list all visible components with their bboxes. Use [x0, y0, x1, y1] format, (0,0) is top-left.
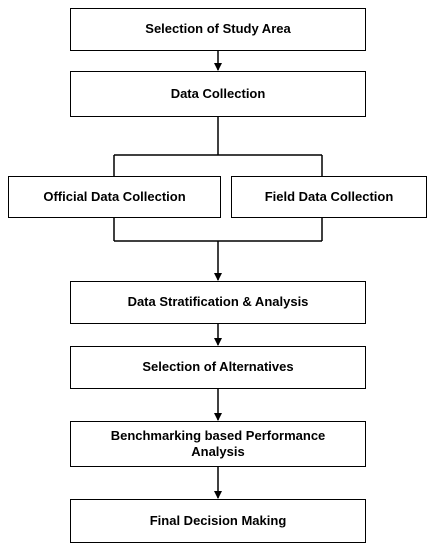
- step-data-collection: Data Collection: [70, 71, 366, 117]
- step-selection-of-alternatives: Selection of Alternatives: [70, 346, 366, 389]
- step-benchmarking-performance-analysis: Benchmarking based Performance Analysis: [70, 421, 366, 467]
- step-final-decision-making: Final Decision Making: [70, 499, 366, 543]
- step-official-data-collection: Official Data Collection: [8, 176, 221, 218]
- step-field-data-collection: Field Data Collection: [231, 176, 427, 218]
- step-data-stratification-analysis: Data Stratification & Analysis: [70, 281, 366, 324]
- step-selection-of-study-area: Selection of Study Area: [70, 8, 366, 51]
